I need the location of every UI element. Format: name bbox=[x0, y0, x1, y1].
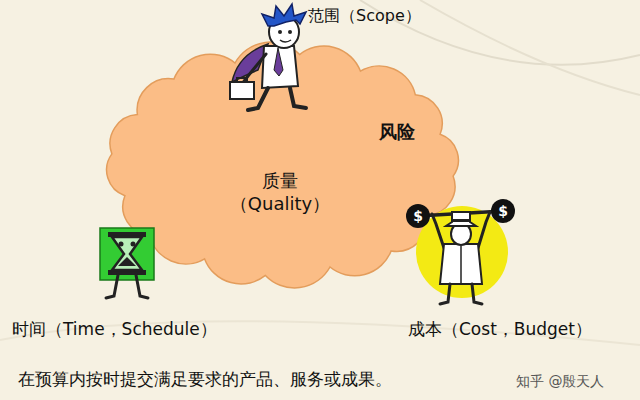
briefcase-handle bbox=[237, 78, 247, 82]
label-slot: 范围（Scope） bbox=[308, 6, 508, 27]
eye bbox=[278, 30, 282, 34]
briefcase bbox=[230, 82, 254, 99]
leg bbox=[106, 275, 118, 298]
coat bbox=[440, 244, 482, 284]
hourglass-glass bbox=[112, 237, 142, 270]
caption-slot: 在预算内按时提交满足要求的产品、服务或成果。 bbox=[18, 368, 508, 390]
label-slot: 知乎 @殷天人 bbox=[516, 372, 636, 390]
quality-label: 质量 （Quality） bbox=[220, 169, 340, 216]
label-slot: $ bbox=[493, 202, 513, 220]
time-label: 时间（Time，Schedule） bbox=[12, 318, 262, 340]
hourglass-sand bbox=[118, 257, 136, 266]
arm bbox=[242, 54, 266, 84]
text-slot: 质量 （Quality） bbox=[220, 169, 340, 216]
label-slot: 成本（Cost，Budget） bbox=[408, 318, 634, 340]
leg bbox=[440, 284, 450, 304]
tie bbox=[274, 48, 283, 76]
label-slot: 时间（Time，Schedule） bbox=[12, 318, 262, 340]
eye bbox=[119, 242, 124, 247]
mouth bbox=[280, 40, 291, 42]
arm bbox=[478, 212, 490, 248]
cost-figure bbox=[406, 199, 515, 304]
eye bbox=[131, 242, 136, 247]
body-coat bbox=[262, 46, 298, 88]
green-square bbox=[100, 228, 154, 280]
caption: 在预算内按时提交满足要求的产品、服务或成果。 bbox=[18, 368, 508, 390]
hat bbox=[446, 212, 476, 226]
leg bbox=[136, 275, 148, 298]
time-figure bbox=[100, 228, 154, 298]
watermark: 知乎 @殷天人 bbox=[516, 372, 636, 390]
yellow-disc bbox=[416, 206, 508, 298]
text-slot: 风险 bbox=[365, 120, 429, 143]
leg bbox=[290, 88, 306, 108]
dollar-sign: $ bbox=[493, 202, 513, 220]
blue-hair bbox=[262, 4, 306, 26]
coat-seam bbox=[460, 246, 462, 284]
dollar-sign: $ bbox=[408, 207, 428, 225]
cloud-shape bbox=[107, 42, 459, 288]
scope-figure bbox=[230, 4, 306, 110]
leg bbox=[472, 284, 482, 304]
label-slot: $ bbox=[408, 207, 428, 225]
risk-label: 风险 bbox=[365, 120, 429, 143]
scope-label: 范围（Scope） bbox=[308, 6, 508, 27]
barbell-weight bbox=[406, 204, 430, 228]
arm bbox=[432, 214, 444, 248]
hat-band bbox=[452, 219, 470, 222]
background-swoosh bbox=[420, 0, 640, 95]
barbell-weight bbox=[491, 199, 515, 223]
cost-label: 成本（Cost，Budget） bbox=[408, 318, 634, 340]
eye bbox=[288, 30, 292, 34]
